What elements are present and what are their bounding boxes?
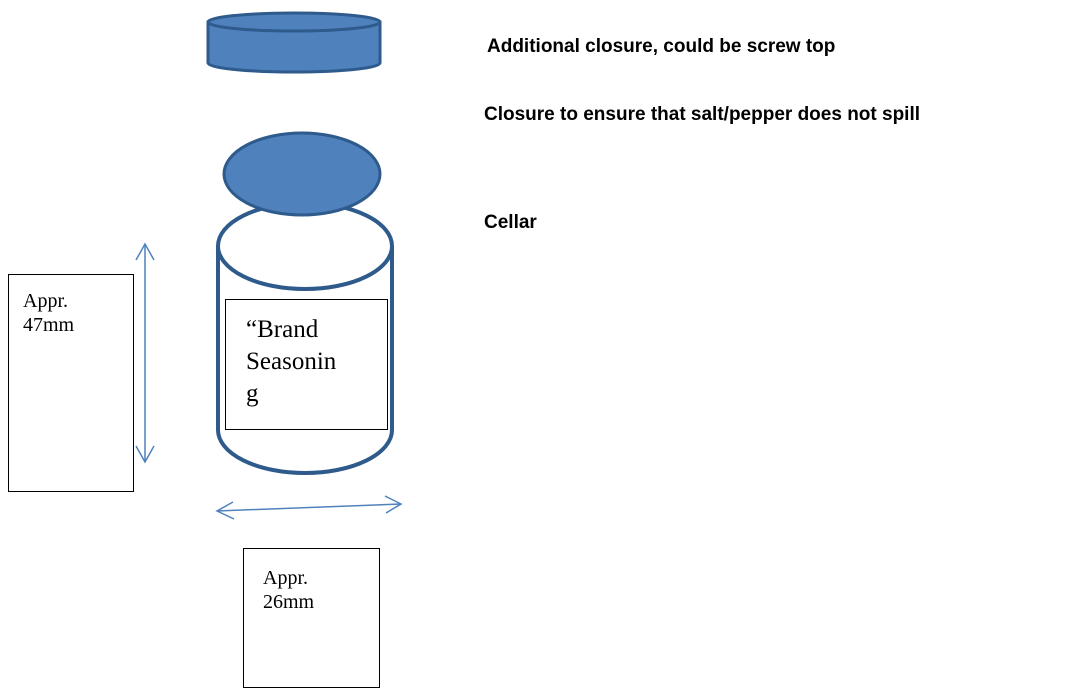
screw-top-cap: [206, 11, 382, 74]
width-arrow: [215, 495, 403, 520]
closure-annotation: Closure to ensure that salt/pepper does …: [484, 104, 921, 125]
product-label-line-1: “Brand: [246, 316, 319, 343]
cap-annotation: Additional closure, could be screw top: [487, 36, 836, 57]
height-dimension-line-2: 47mm: [23, 314, 75, 336]
width-dimension-line-2: 26mm: [263, 591, 315, 613]
seasoning-cellar-diagram: “Brand Seasonin g Appr. 47mm Appr. 26mm …: [8, 11, 921, 688]
closure-lid: [222, 131, 382, 217]
width-dimension-box: Appr. 26mm: [243, 548, 380, 688]
height-dimension-box: Appr. 47mm: [8, 274, 134, 492]
diagram-drawing: [135, 11, 403, 520]
cellar-annotation: Cellar: [484, 212, 537, 233]
height-dimension-line-1: Appr.: [23, 290, 68, 312]
product-label: “Brand Seasonin g: [225, 299, 388, 430]
width-dimension-line-1: Appr.: [263, 567, 308, 589]
product-label-line-3: g: [246, 380, 259, 407]
height-arrow: [135, 242, 155, 464]
product-label-line-2: Seasonin: [246, 348, 337, 375]
